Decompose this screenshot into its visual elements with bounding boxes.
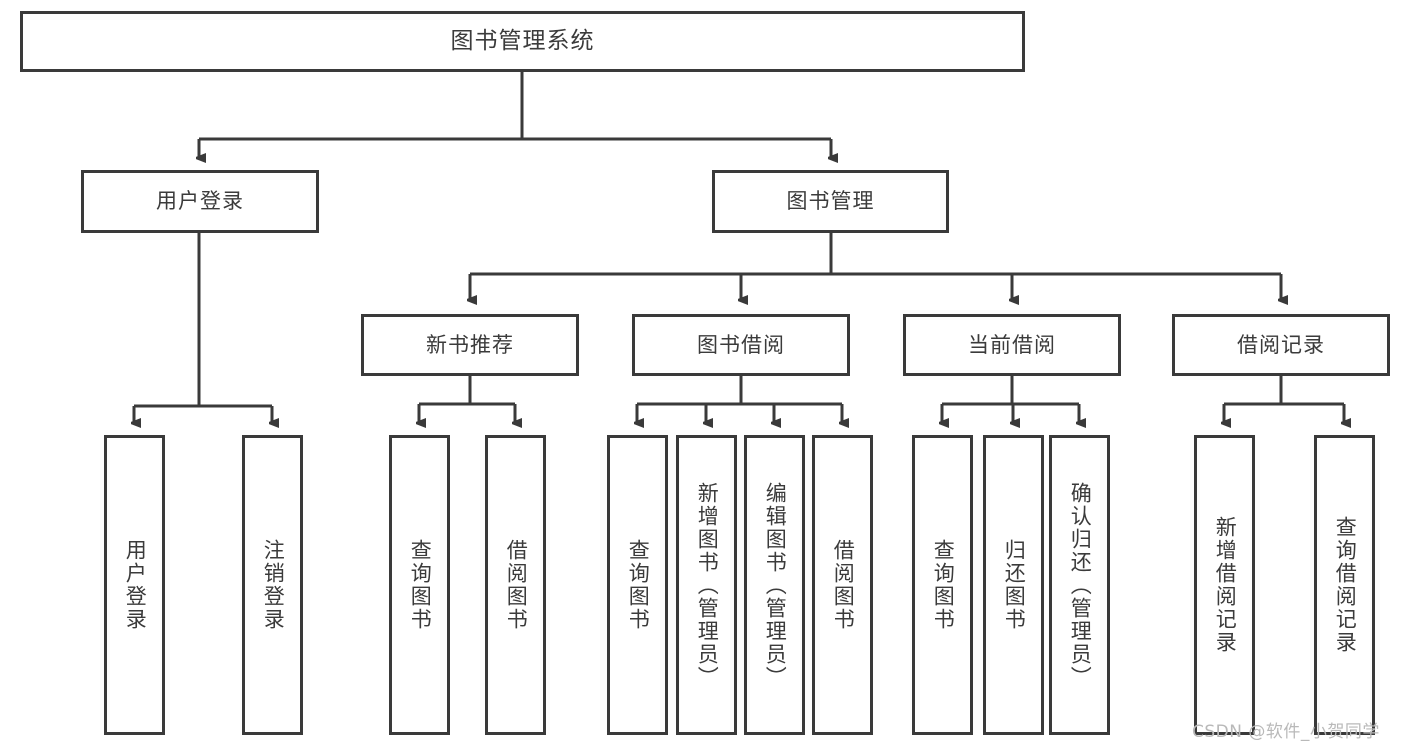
node-label: 借阅图书 — [831, 539, 856, 631]
node-label: 新增图书（管理员） — [695, 481, 720, 689]
node-label: 查询图书 — [931, 539, 956, 631]
node-label: 确认归还（管理员） — [1068, 481, 1093, 689]
node-new-book-recommend[interactable]: 新书推荐 — [361, 314, 579, 376]
node-label: 归还图书 — [1002, 539, 1027, 631]
node-label: 查询图书 — [626, 539, 651, 631]
csdn-watermark: CSDN @软件_小贺同学 — [1192, 717, 1380, 742]
node-current-borrow[interactable]: 当前借阅 — [903, 314, 1121, 376]
node-label: 新增借阅记录 — [1213, 516, 1238, 654]
node-label: 图书管理 — [786, 189, 875, 214]
leaf-return-book[interactable]: 归还图书 — [983, 435, 1044, 735]
leaf-edit-book-admin[interactable]: 编辑图书（管理员） — [744, 435, 805, 735]
leaf-query-book-recommend[interactable]: 查询图书 — [389, 435, 450, 735]
node-label: 查询借阅记录 — [1333, 516, 1358, 654]
leaf-add-book-admin[interactable]: 新增图书（管理员） — [676, 435, 737, 735]
leaf-query-book-current[interactable]: 查询图书 — [912, 435, 973, 735]
node-label: 用户登录 — [156, 189, 244, 214]
leaf-confirm-return-admin[interactable]: 确认归还（管理员） — [1049, 435, 1110, 735]
node-label: 用户登录 — [123, 539, 148, 631]
node-root-system-title[interactable]: 图书管理系统 — [20, 11, 1025, 72]
node-label: 查询图书 — [408, 539, 433, 631]
leaf-borrow-book[interactable]: 借阅图书 — [812, 435, 873, 735]
node-book-manage[interactable]: 图书管理 — [712, 170, 949, 233]
leaf-borrow-book-recommend[interactable]: 借阅图书 — [485, 435, 546, 735]
leaf-add-borrow-record[interactable]: 新增借阅记录 — [1194, 435, 1255, 735]
node-user-login[interactable]: 用户登录 — [81, 170, 319, 233]
node-label: 编辑图书（管理员） — [763, 481, 788, 689]
leaf-user-login[interactable]: 用户登录 — [104, 435, 165, 735]
node-label: 图书借阅 — [697, 332, 785, 357]
node-label: 借阅记录 — [1237, 332, 1325, 357]
node-label: 当前借阅 — [968, 332, 1056, 357]
leaf-logout[interactable]: 注销登录 — [242, 435, 303, 735]
node-borrow-record[interactable]: 借阅记录 — [1172, 314, 1390, 376]
leaf-query-book-borrow[interactable]: 查询图书 — [607, 435, 668, 735]
node-label: 借阅图书 — [504, 539, 529, 631]
node-book-borrow[interactable]: 图书借阅 — [632, 314, 850, 376]
node-label: 注销登录 — [261, 539, 286, 631]
leaf-query-borrow-record[interactable]: 查询借阅记录 — [1314, 435, 1375, 735]
node-label: 新书推荐 — [426, 332, 514, 357]
watermark-text: CSDN @软件_小贺同学 — [1192, 722, 1380, 742]
node-label: 图书管理系统 — [450, 28, 595, 55]
